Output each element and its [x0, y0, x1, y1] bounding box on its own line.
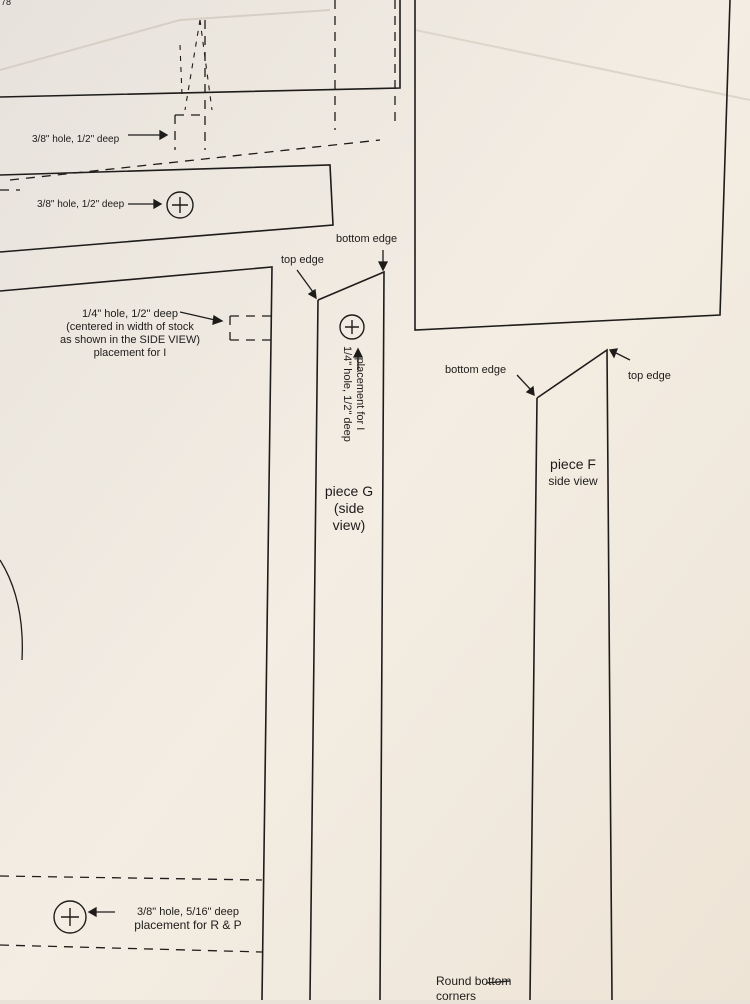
piece-f-label: piece F side view	[548, 456, 598, 488]
top-right-block-outline	[414, 0, 731, 331]
rp-hole-label: 3/8" hole, 5/16" deep placement for R & …	[134, 906, 242, 932]
hole-band-label: 3/8" hole, 1/2" deep	[37, 199, 125, 210]
piece-f-outline	[529, 348, 613, 1000]
f-bottom-edge-label: bottom edge	[445, 364, 507, 376]
hole-marker-rp	[53, 900, 87, 934]
band-outline	[0, 164, 334, 253]
f-top-edge-label: top edge	[628, 370, 671, 382]
g-vertical-label: placement for I 1/4" hole, 1/2" deep	[341, 346, 366, 442]
piece-g-outline	[309, 270, 385, 1000]
g-bottom-edge-label: bottom edge	[336, 233, 398, 245]
hole-marker-band	[166, 191, 194, 219]
page-corner-number: 78	[1, 0, 12, 7]
hole-marker-g	[339, 314, 365, 340]
hole-quarter-label: 1/4" hole, 1/2" deep (centered in width …	[60, 308, 200, 359]
top-left-outline	[0, 0, 401, 98]
piece-g-label: piece G (side view)	[324, 483, 374, 533]
large-panel-outline	[0, 266, 273, 1000]
g-top-edge-label: top edge	[281, 254, 324, 266]
hole-top-label: 3/8" hole, 1/2" deep	[32, 134, 120, 145]
